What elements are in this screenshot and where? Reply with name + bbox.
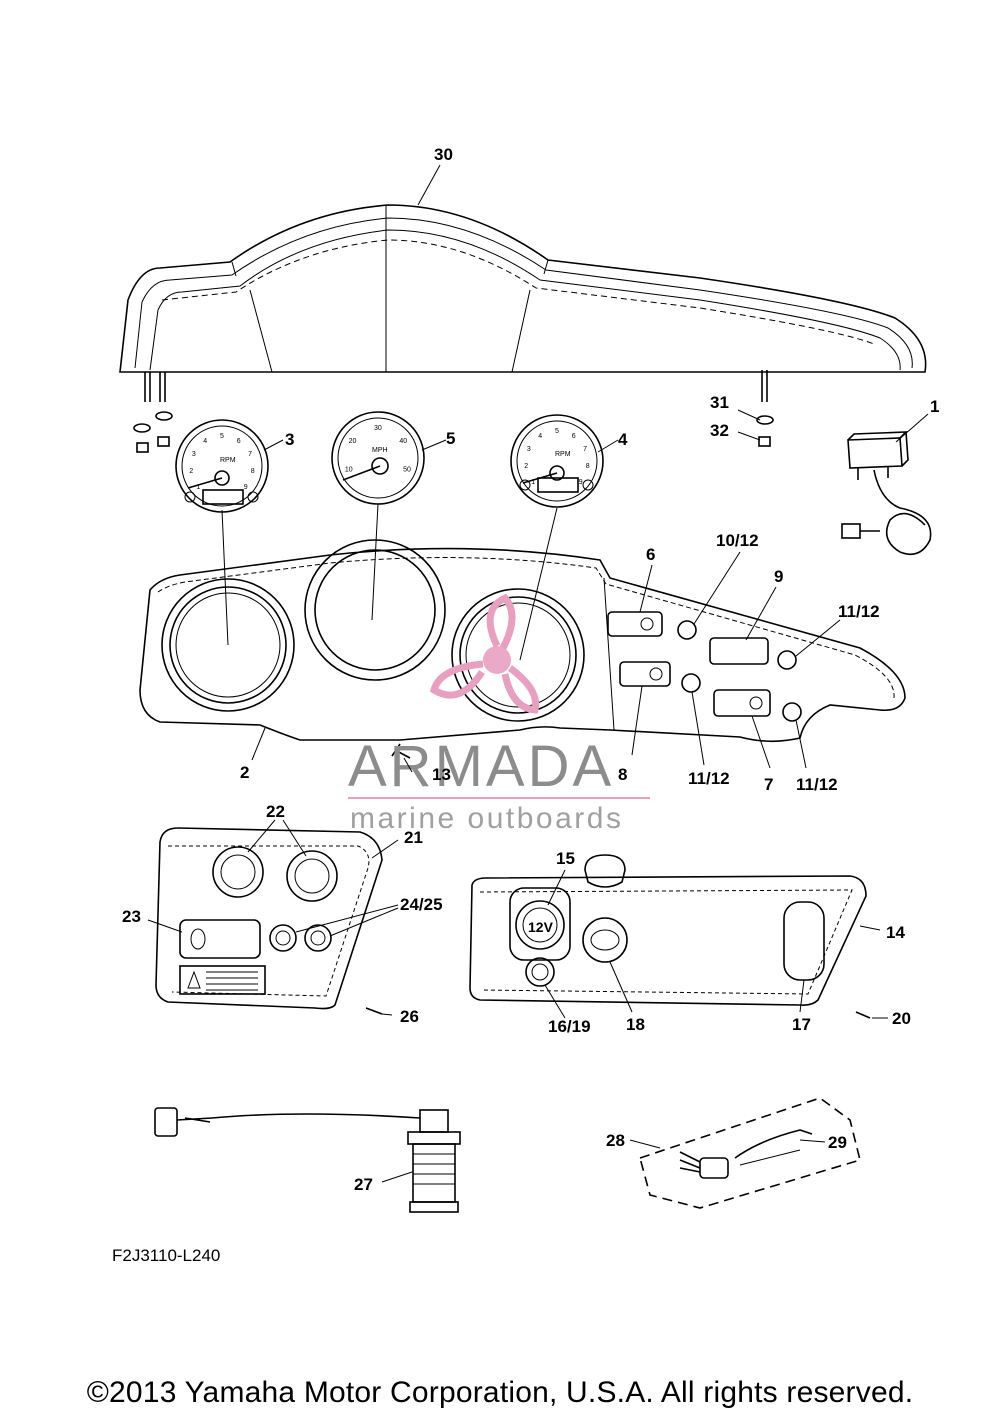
key-kit-28 xyxy=(639,1097,861,1209)
switch-7 xyxy=(713,689,771,717)
warning-label xyxy=(179,965,266,995)
callout-11-12-a: 11/12 xyxy=(838,602,880,621)
callout-11-12-c: 11/12 xyxy=(796,775,838,794)
sub-panel-14: 12V xyxy=(469,854,871,1019)
sub-panel-21 xyxy=(155,827,383,1015)
copyright-notice: ©2013 Yamaha Motor Corporation, U.S.A. A… xyxy=(86,1376,914,1409)
callout-24-25: 24/25 xyxy=(400,895,443,914)
socket-label: 12V xyxy=(528,919,554,935)
speed-tick-label: 40 xyxy=(399,438,407,445)
tach-tick-label: 2 xyxy=(189,468,193,475)
plug-11-c xyxy=(782,702,802,722)
speed-tick-label: 20 xyxy=(349,438,357,445)
callout-10-12: 10/12 xyxy=(716,531,759,550)
switch-17 xyxy=(783,901,825,981)
speedometer-5: MPH 10 20 30 40 50 xyxy=(331,411,425,505)
leader-lines xyxy=(147,164,929,1183)
callout-32: 32 xyxy=(710,421,729,440)
tach-tick-label: 8 xyxy=(251,468,255,475)
tach-tick-label: 1 xyxy=(196,484,200,491)
callout-9: 9 xyxy=(774,567,783,586)
dash-panel-2 xyxy=(139,503,906,759)
tach-tick-label: 2 xyxy=(524,463,528,470)
callout-18: 18 xyxy=(626,1015,645,1034)
control-unit-1 xyxy=(841,431,932,556)
tach-tick-label: 9 xyxy=(579,479,583,486)
tach-tick-label: 4 xyxy=(538,433,542,440)
callout-27: 27 xyxy=(354,1175,373,1194)
tach-tick-label: 4 xyxy=(203,438,207,445)
tachometer-3: RPM 1 2 34 5 67 8 9 xyxy=(175,419,269,513)
tach-tick-label: 6 xyxy=(572,433,576,440)
nut-32 xyxy=(758,436,771,447)
switch-8 xyxy=(619,661,671,687)
switch-6 xyxy=(607,611,663,637)
sensor-27 xyxy=(154,1107,461,1213)
callout-31: 31 xyxy=(710,393,729,412)
dashboard-cover xyxy=(119,204,927,453)
tach-tick-label: 9 xyxy=(244,484,248,491)
callout-13: 13 xyxy=(432,765,451,784)
rpm-label: RPM xyxy=(220,457,236,464)
plug-16 xyxy=(525,957,555,987)
callout-8: 8 xyxy=(618,765,627,784)
callout-30: 30 xyxy=(434,145,453,164)
callout-14: 14 xyxy=(886,923,905,942)
switch-9 xyxy=(709,637,769,665)
tach-tick-label: 5 xyxy=(555,428,559,435)
watermark-subtitle: marine outboards xyxy=(350,802,623,835)
callout-15: 15 xyxy=(556,849,575,868)
callout-21: 21 xyxy=(404,828,423,847)
callout-4: 4 xyxy=(618,430,628,449)
socket-15 xyxy=(509,887,571,961)
washer-31 xyxy=(756,415,774,425)
callout-1: 1 xyxy=(930,397,939,416)
callout-20: 20 xyxy=(892,1009,911,1028)
tach-tick-label: 6 xyxy=(237,438,241,445)
tach-tick-label: 7 xyxy=(583,446,587,453)
callout-numbers: 30 1 31 32 3 5 4 6 10/12 9 11/12 2 13 8 … xyxy=(122,145,939,1194)
tach-tick-label: 5 xyxy=(220,433,224,440)
callout-22: 22 xyxy=(266,802,285,821)
callout-16-19: 16/19 xyxy=(548,1017,591,1036)
watermark-brand: ARMADA xyxy=(348,734,614,799)
callout-7: 7 xyxy=(764,775,773,794)
callout-26: 26 xyxy=(400,1007,419,1026)
mph-label: MPH xyxy=(372,447,388,454)
tachometer-4: RPM 1 2 34 5 67 8 9 xyxy=(510,414,604,508)
diagram-code: F2J3110-L240 xyxy=(112,1246,221,1265)
tach-tick-label: 1 xyxy=(531,479,535,486)
tach-tick-label: 7 xyxy=(248,451,252,458)
cap-18 xyxy=(582,917,628,963)
callout-6: 6 xyxy=(646,545,655,564)
speed-tick-label: 10 xyxy=(345,467,353,474)
callout-2: 2 xyxy=(240,763,249,782)
tach-tick-label: 8 xyxy=(586,463,590,470)
plug-11-b xyxy=(681,673,701,693)
armada-watermark: ARMADA marine outboards xyxy=(348,593,650,835)
rpm-label-4: RPM xyxy=(555,451,571,458)
callout-29: 29 xyxy=(828,1133,847,1152)
callout-17: 17 xyxy=(792,1015,811,1034)
callout-28: 28 xyxy=(606,1131,625,1150)
speed-tick-label: 50 xyxy=(403,467,411,474)
propeller-logo xyxy=(429,593,540,714)
callout-3: 3 xyxy=(285,430,294,449)
tach-tick-label: 3 xyxy=(192,451,196,458)
callout-23: 23 xyxy=(122,907,141,926)
switch-23 xyxy=(179,919,261,959)
plug-10 xyxy=(677,620,697,640)
tach-tick-label: 3 xyxy=(527,446,531,453)
callout-11-12-b: 11/12 xyxy=(688,769,730,788)
callout-5: 5 xyxy=(446,429,455,448)
speed-tick-label: 30 xyxy=(374,425,382,432)
plug-11-a xyxy=(777,650,797,670)
